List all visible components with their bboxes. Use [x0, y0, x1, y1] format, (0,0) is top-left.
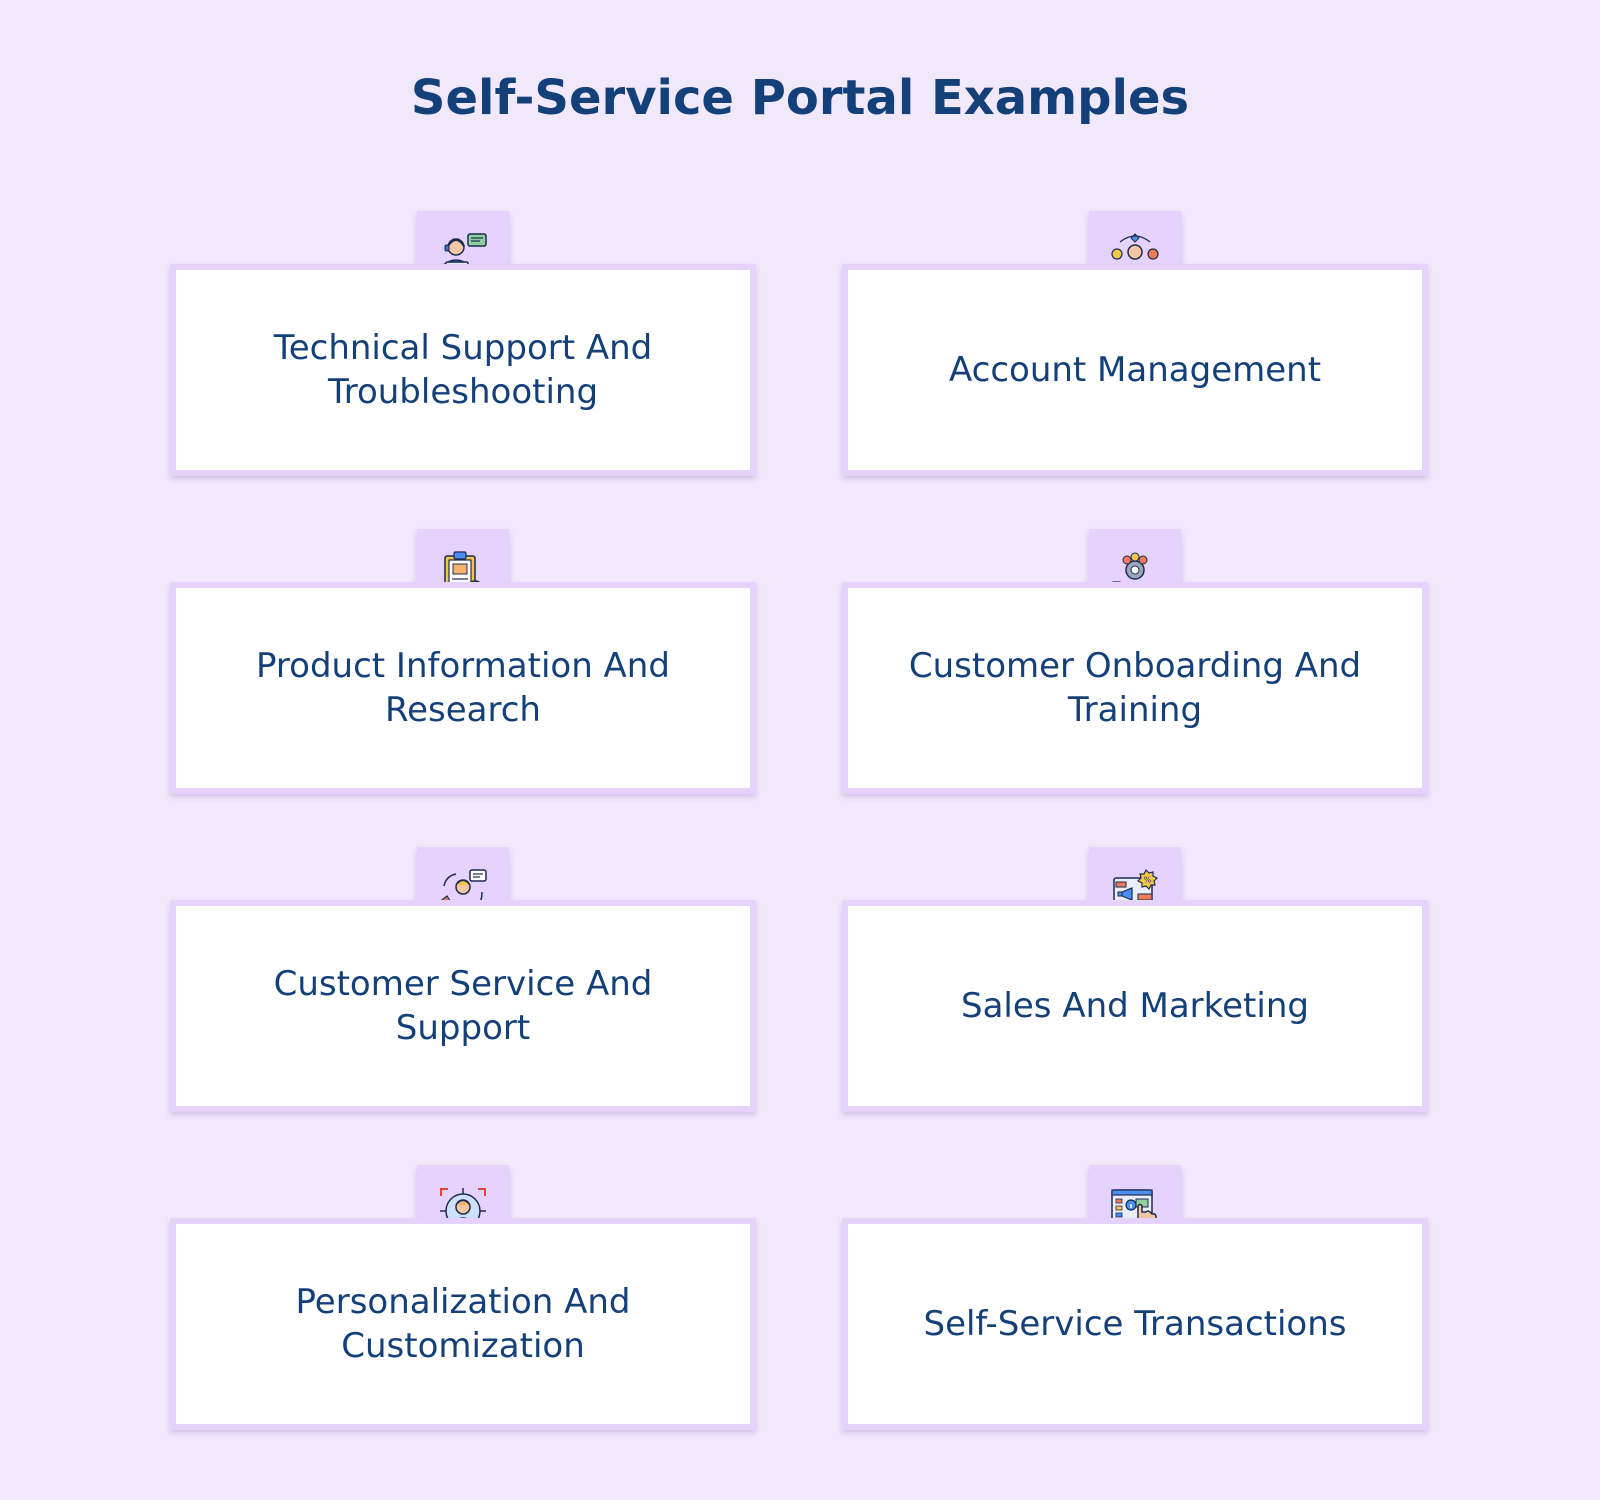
- card-label: Product Information And Research: [256, 646, 670, 730]
- card-label: Sales And Marketing: [961, 986, 1309, 1026]
- card-account-management: Account Management: [842, 264, 1428, 476]
- card-label: Technical Support And Troubleshooting: [273, 328, 653, 412]
- card-sales-marketing: Sales And Marketing: [842, 900, 1428, 1112]
- card-product-information: Product Information And Research: [170, 582, 756, 794]
- svg-text:%: %: [1144, 876, 1152, 885]
- card-label: Self-Service Transactions: [923, 1304, 1347, 1344]
- card-self-service-transactions: Self-Service Transactions: [842, 1218, 1428, 1430]
- card-customer-service: Customer Service And Support: [170, 900, 756, 1112]
- card-label: Account Management: [948, 350, 1322, 390]
- card-label: Personalization And Customization: [295, 1282, 631, 1366]
- card-label: Customer Onboarding And Training: [908, 646, 1362, 730]
- card-technical-support: Technical Support And Troubleshooting: [170, 264, 756, 476]
- card-personalization: Personalization And Customization: [170, 1218, 756, 1430]
- card-customer-onboarding: Customer Onboarding And Training: [842, 582, 1428, 794]
- card-label: Customer Service And Support: [273, 964, 653, 1048]
- page-title: Self-Service Portal Examples: [410, 70, 1190, 126]
